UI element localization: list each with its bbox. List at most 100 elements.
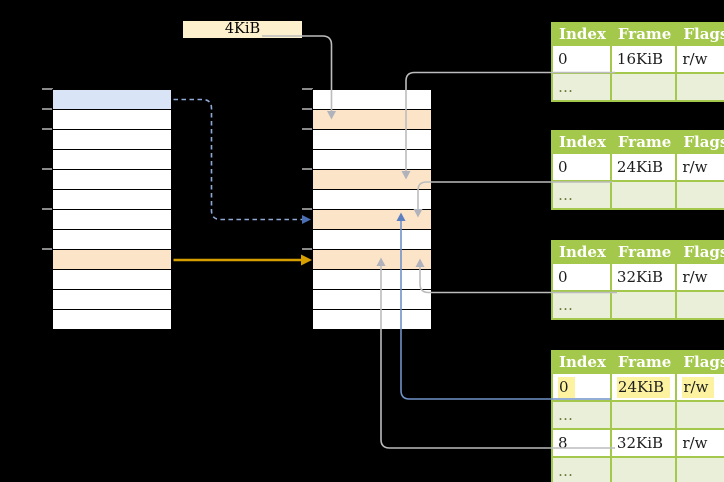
memory-row-4 xyxy=(313,170,431,190)
page-table-at-16kib-row-1-frame-cell xyxy=(609,72,678,102)
address-tick-3 xyxy=(42,168,53,170)
column-header-index: Index xyxy=(551,350,612,374)
column-header-flags: Flags xyxy=(675,130,724,154)
memory-row-10 xyxy=(313,290,431,310)
memory-row-7 xyxy=(53,230,171,250)
page-table-at-32kib-row-1-frame-cell xyxy=(609,290,678,320)
column-header-frame: Frame xyxy=(609,130,678,154)
page-table-at-16kib-row-0-flags-cell: r/w xyxy=(675,44,724,74)
address-tick-0 xyxy=(42,88,53,90)
column-header-frame: Frame xyxy=(609,350,678,374)
level2-page-table-row-3-index-cell: … xyxy=(551,456,612,482)
frame-size-label: 4KiB xyxy=(183,21,302,38)
memory-row-10 xyxy=(53,290,171,310)
address-tick-1 xyxy=(42,108,53,110)
column-header-flags: Flags xyxy=(675,22,724,46)
level2-page-table-row-2-flags-cell: r/w xyxy=(675,428,724,458)
memory-row-7 xyxy=(313,230,431,250)
frame-size-label-text: 4KiB xyxy=(224,21,261,37)
address-tick-4 xyxy=(302,208,313,210)
memory-row-11 xyxy=(53,310,171,329)
memory-row-5 xyxy=(53,190,171,210)
page-table-at-16kib-row-0-index-cell: 0 xyxy=(551,44,612,74)
memory-row-0 xyxy=(313,90,431,110)
column-header-frame: Frame xyxy=(609,22,678,46)
address-tick-2 xyxy=(42,128,53,130)
memory-row-6 xyxy=(313,210,431,230)
memory-row-5 xyxy=(313,190,431,210)
page-table-at-24kib-row-1-flags-cell xyxy=(675,180,724,210)
memory-row-2 xyxy=(53,130,171,150)
highlighted-value: 24KiB xyxy=(616,377,671,398)
memory-row-6 xyxy=(53,210,171,230)
column-header-index: Index xyxy=(551,240,612,264)
address-tick-3 xyxy=(302,168,313,170)
level2-page-table-row-0-index-cell: 0 xyxy=(551,372,612,402)
level2-page-table-row-1-frame-cell xyxy=(609,400,678,430)
level2-page-table-row-2-frame-cell: 32KiB xyxy=(609,428,678,458)
memory-row-3 xyxy=(313,150,431,170)
page-table-at-16kib-row-1-index-cell: … xyxy=(551,72,612,102)
address-tick-5 xyxy=(42,248,53,250)
memory-row-8 xyxy=(313,250,431,270)
column-header-flags: Flags xyxy=(675,350,724,374)
address-tick-2 xyxy=(302,128,313,130)
column-header-index: Index xyxy=(551,130,612,154)
level2-page-table-row-0: 0 24KiB r/w xyxy=(551,372,724,402)
page-table-at-24kib-row-1-frame-cell xyxy=(609,180,678,210)
level2-page-table-row-1-flags-cell xyxy=(675,400,724,430)
page-table-at-24kib-row-1: … xyxy=(551,180,724,210)
page-table-at-24kib-row-0-flags-cell: r/w xyxy=(675,152,724,182)
level2-page-table-row-0-frame-cell: 24KiB xyxy=(609,372,678,402)
page-table-at-16kib-row-1: … xyxy=(551,72,724,102)
memory-row-2 xyxy=(313,130,431,150)
page-table-at-32kib-row-0-flags-cell: r/w xyxy=(675,262,724,292)
memory-row-8 xyxy=(53,250,171,270)
page-table-at-32kib-row-1-flags-cell xyxy=(675,290,724,320)
memory-row-0 xyxy=(53,90,171,110)
page-table-at-24kib-row-0-index-cell: 0 xyxy=(551,152,612,182)
page-table-at-16kib-row-1-flags-cell xyxy=(675,72,724,102)
column-header-frame: Frame xyxy=(609,240,678,264)
address-tick-5 xyxy=(302,248,313,250)
page-table-at-16kib-row-0-frame-cell: 16KiB xyxy=(609,44,678,74)
column-header-flags: Flags xyxy=(675,240,724,264)
level2-page-table-row-1: … xyxy=(551,400,724,430)
highlighted-value: 0 xyxy=(558,377,575,398)
level2-page-table-row-1-index-cell: … xyxy=(551,400,612,430)
memory-row-11 xyxy=(313,310,431,329)
address-tick-4 xyxy=(42,208,53,210)
memory-row-4 xyxy=(53,170,171,190)
memory-row-1 xyxy=(53,110,171,130)
page-table-at-24kib-row-0-frame-cell: 24KiB xyxy=(609,152,678,182)
virtual-memory-table xyxy=(52,89,172,330)
memory-row-1 xyxy=(313,110,431,130)
page-table-at-32kib-row-0-frame-cell: 32KiB xyxy=(609,262,678,292)
memory-row-9 xyxy=(313,270,431,290)
memory-row-3 xyxy=(53,150,171,170)
level2-page-table-row-0-flags-cell: r/w xyxy=(675,372,724,402)
page-table-at-32kib-row-1-index-cell: … xyxy=(551,290,612,320)
highlighted-value: r/w xyxy=(682,377,715,398)
level2-page-table-row-3-frame-cell xyxy=(609,456,678,482)
page-table-at-24kib-row-1-index-cell: … xyxy=(551,180,612,210)
page-table-at-32kib-row-1: … xyxy=(551,290,724,320)
connector-virtual-page0-dashed-line xyxy=(173,98,303,221)
page-table-at-32kib-row-0-index-cell: 0 xyxy=(551,262,612,292)
